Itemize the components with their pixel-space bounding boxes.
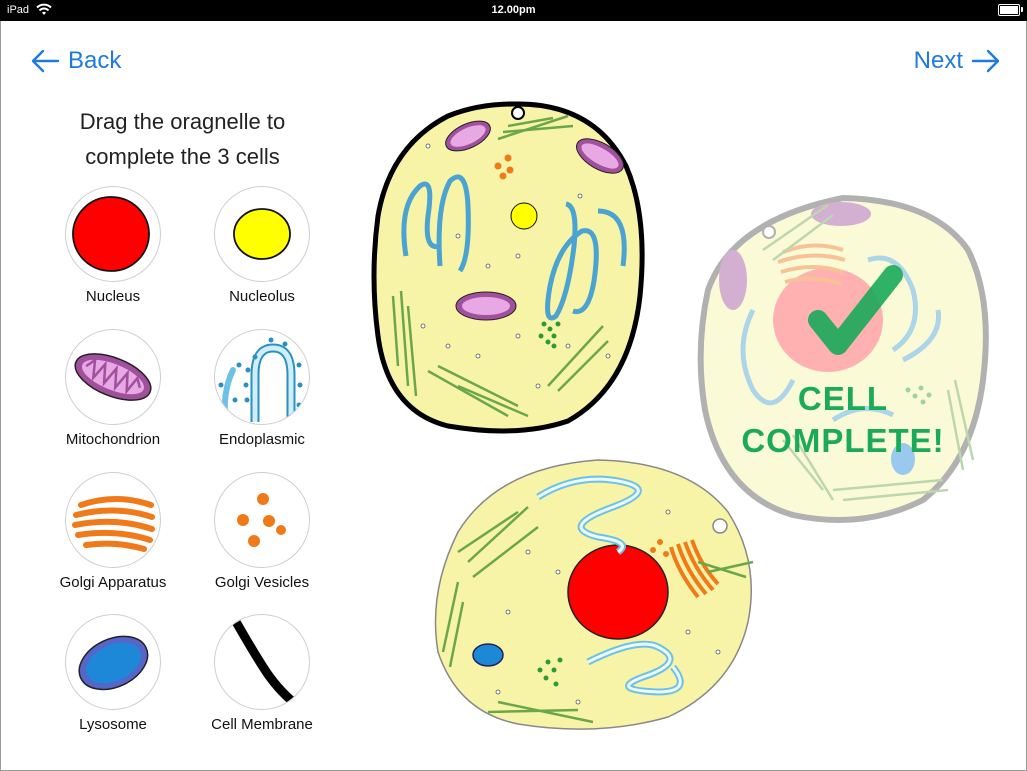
nucleolus-icon bbox=[233, 208, 291, 260]
cell-3-drawing bbox=[697, 194, 989, 523]
status-bar: iPad 12.00pm bbox=[0, 0, 1027, 21]
mitochondrion-shape bbox=[455, 291, 517, 321]
cell-target-2[interactable] bbox=[428, 452, 758, 739]
organelle-label: Endoplasmic bbox=[219, 431, 305, 448]
peroxisome-shape bbox=[538, 321, 561, 349]
cell-target-3-complete[interactable]: CELL COMPLETE! bbox=[693, 190, 993, 535]
lysosome-icon bbox=[78, 635, 149, 691]
battery-tip bbox=[1021, 7, 1023, 12]
golgi-vesicles-shape bbox=[494, 154, 514, 180]
cytoskeleton-shape bbox=[391, 114, 609, 418]
instructions-text: Drag the oragnelle to complete the 3 cel… bbox=[35, 104, 330, 174]
mitochondrion-shape bbox=[576, 138, 624, 174]
battery-icon bbox=[998, 4, 1020, 16]
nucleolus-tile[interactable] bbox=[214, 186, 310, 282]
endoplasmic-reticulum-shape bbox=[401, 174, 627, 321]
cell-complete-line-1: CELL bbox=[797, 380, 889, 417]
lysosome-tile[interactable] bbox=[65, 614, 161, 710]
arrow-right-icon bbox=[971, 49, 1000, 73]
mitochondrion-tile[interactable] bbox=[65, 329, 161, 425]
organelle-lysosome[interactable]: Lysosome bbox=[43, 614, 183, 733]
organelle-endoplasmic[interactable]: Endoplasmic bbox=[192, 329, 332, 448]
cell-target-1[interactable] bbox=[368, 96, 650, 441]
golgi-apparatus-icon bbox=[72, 496, 155, 552]
organelle-cell-membrane[interactable]: Cell Membrane bbox=[192, 614, 332, 733]
cytoskeleton-shape bbox=[441, 506, 754, 724]
membrane-pore bbox=[511, 106, 525, 120]
endoplasmic-reticulum-icon bbox=[218, 337, 303, 423]
organelle-label: Lysosome bbox=[79, 716, 147, 733]
organelle-label: Mitochondrion bbox=[65, 431, 161, 448]
lysosome-shape bbox=[472, 643, 504, 667]
cell-2-drawing bbox=[434, 459, 754, 730]
organelle-label: Golgi Vesicles bbox=[214, 574, 310, 591]
cell-complete-line-2: COMPLETE! bbox=[741, 422, 945, 459]
arrow-left-icon bbox=[31, 49, 60, 73]
cell-membrane-tile[interactable] bbox=[214, 614, 310, 710]
device-name: iPad bbox=[7, 4, 30, 16]
organelle-label: Nucleus bbox=[85, 288, 141, 305]
status-time: 12.00pm bbox=[491, 4, 536, 16]
endoplasmic-tile[interactable] bbox=[214, 329, 310, 425]
next-label: Next bbox=[913, 47, 963, 74]
golgi-apparatus-shape bbox=[669, 539, 720, 599]
organelle-label: Cell Membrane bbox=[211, 716, 313, 733]
organelle-golgi-apparatus[interactable]: Golgi Apparatus bbox=[43, 472, 183, 591]
checkmark-icon bbox=[808, 265, 903, 355]
nucleolus-shape bbox=[510, 202, 538, 230]
organelle-nucleolus[interactable]: Nucleolus bbox=[192, 186, 332, 305]
back-button[interactable]: Back bbox=[30, 44, 121, 78]
back-label: Back bbox=[68, 47, 122, 74]
mitochondrion-icon bbox=[74, 353, 152, 401]
nucleus-icon bbox=[72, 196, 150, 272]
golgi-vesicles-icon bbox=[237, 493, 286, 547]
golgi-apparatus-tile[interactable] bbox=[65, 472, 161, 568]
golgi-vesicles-shape bbox=[650, 539, 669, 557]
next-button[interactable]: Next bbox=[914, 44, 1001, 78]
organelle-label: Nucleolus bbox=[229, 288, 295, 305]
instructions-line-2: complete the 3 cells bbox=[85, 144, 280, 169]
organelle-nucleus[interactable]: Nucleus bbox=[43, 186, 183, 305]
mitochondrion-shape bbox=[445, 120, 491, 152]
cell-complete-message: CELL COMPLETE! bbox=[713, 378, 973, 462]
wifi-icon bbox=[36, 3, 52, 19]
ribosome-dots bbox=[495, 509, 721, 705]
cell-1-drawing bbox=[371, 101, 645, 434]
membrane-pore bbox=[712, 518, 728, 534]
organelle-golgi-vesicles[interactable]: Golgi Vesicles bbox=[192, 472, 332, 591]
peroxisome-shape bbox=[537, 657, 563, 687]
ribosome-dots bbox=[420, 143, 611, 389]
nucleus-tile[interactable] bbox=[65, 186, 161, 282]
instructions-line-1: Drag the oragnelle to bbox=[79, 109, 286, 134]
organelle-label: Golgi Apparatus bbox=[59, 574, 167, 591]
golgi-vesicles-tile[interactable] bbox=[214, 472, 310, 568]
organelle-mitochondrion[interactable]: Mitochondrion bbox=[43, 329, 183, 448]
nucleus-shape bbox=[567, 544, 669, 640]
cell-membrane-icon bbox=[231, 617, 300, 709]
